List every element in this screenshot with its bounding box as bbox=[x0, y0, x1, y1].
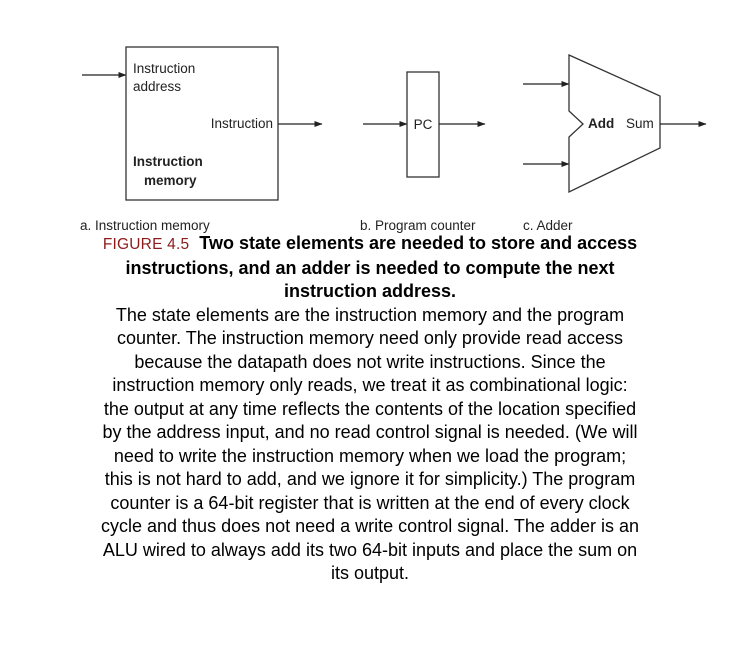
caption-a: a. Instruction memory bbox=[80, 218, 210, 233]
program-counter-unit: PC bbox=[363, 71, 486, 178]
pc-label: PC bbox=[414, 117, 433, 132]
imem-input-label-line1: Instruction bbox=[133, 61, 195, 76]
imem-input-label-line2: address bbox=[133, 79, 181, 94]
figure-caption: FIGURE 4.5 Two state elements are needed… bbox=[100, 232, 640, 586]
figure-title-line: FIGURE 4.5 Two state elements are needed… bbox=[100, 232, 640, 304]
caption-c: c. Adder bbox=[523, 218, 573, 233]
caption-b: b. Program counter bbox=[360, 218, 476, 233]
pc-box bbox=[406, 71, 440, 178]
adder-alu-shape bbox=[568, 53, 661, 194]
figure-body-text: The state elements are the instruction m… bbox=[101, 304, 639, 584]
state-elements-diagram: Instruction address Instruction Instruct… bbox=[80, 46, 707, 233]
imem-name-line2: memory bbox=[144, 173, 197, 188]
adder-output-label: Sum bbox=[626, 116, 654, 131]
imem-name-line1: Instruction bbox=[133, 154, 203, 169]
instruction-memory-unit: Instruction address Instruction Instruct… bbox=[82, 46, 323, 201]
figure-title: Two state elements are needed to store a… bbox=[125, 233, 638, 301]
adder-unit: Add Sum bbox=[523, 53, 707, 194]
figure-number-label: FIGURE 4.5 bbox=[102, 236, 190, 253]
imem-output-label: Instruction bbox=[211, 116, 273, 131]
instruction-memory-box bbox=[125, 46, 279, 201]
adder-op-label: Add bbox=[588, 116, 614, 131]
